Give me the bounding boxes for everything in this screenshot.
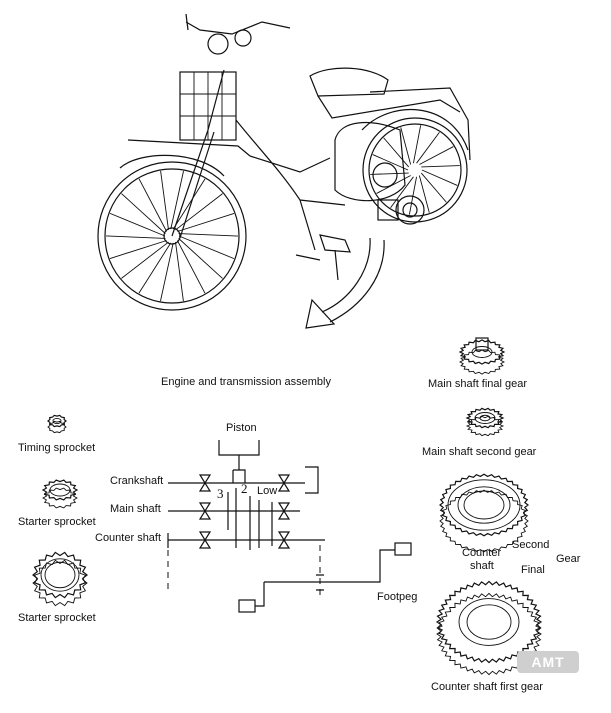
piston-label: Piston — [226, 422, 257, 434]
starter-sprocket-large-label: Starter sprocket — [18, 612, 96, 624]
gear-word-label: Gear — [556, 553, 581, 565]
timing-sprocket-icon — [47, 414, 67, 434]
footpeg-label: Footpeg — [377, 591, 418, 603]
main-shaft-final-gear-icon — [458, 337, 506, 375]
shaft-schematic — [167, 440, 412, 613]
gear-2-label: 2 — [241, 481, 248, 496]
main-shaft-second-gear-icon — [465, 407, 505, 437]
rear-wheel — [362, 117, 468, 223]
counter-shaft-gear-icon — [439, 473, 529, 553]
counter-shaft-first-gear-icon — [435, 580, 543, 676]
crankshaft-label: Crankshaft — [110, 475, 164, 487]
low-gear-label: Low — [257, 485, 278, 497]
counter-shaft-label: Counter shaft — [95, 532, 162, 544]
counter-label: Counter — [462, 547, 502, 559]
shaft-label: shaft — [470, 560, 494, 572]
starter-sprocket-label: Starter sprocket — [18, 516, 96, 528]
main-shaft-second-gear-label: Main shaft second gear — [422, 446, 537, 458]
counter-shaft-first-gear-label: Counter shaft first gear — [431, 681, 543, 693]
callout-arrow — [305, 237, 385, 329]
assembly-label: Engine and transmission assembly — [161, 376, 331, 388]
starter-sprocket-large-icon — [32, 551, 88, 607]
front-wheel — [97, 161, 247, 311]
engine-block — [334, 121, 425, 225]
gear-3-label: 3 — [217, 486, 224, 501]
main-shaft-label: Main shaft — [110, 503, 161, 515]
main-shaft-final-gear-label: Main shaft final gear — [428, 378, 528, 390]
bearing-symbols — [198, 474, 291, 549]
watermark-logo: AMT — [517, 651, 579, 673]
final-label: Final — [521, 564, 545, 576]
second-label: Second — [512, 539, 550, 551]
starter-sprocket-icon — [41, 479, 79, 509]
timing-sprocket-label: Timing sprocket — [18, 442, 96, 454]
moped-illustration — [97, 13, 471, 329]
